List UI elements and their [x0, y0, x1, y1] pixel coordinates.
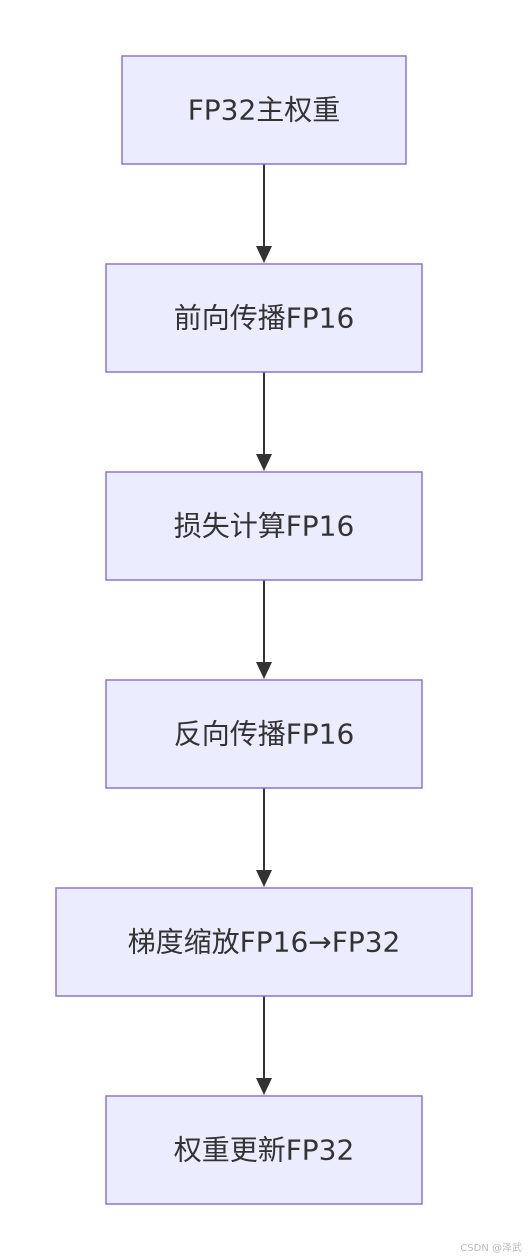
node-label: FP32主权重: [188, 94, 341, 127]
node-label: 反向传播FP16: [174, 718, 355, 751]
node-loss-computation: 损失计算FP16: [105, 471, 423, 581]
edge-scaling-to-update: [256, 996, 272, 1095]
node-weight-update: 权重更新FP32: [105, 1095, 423, 1205]
node-backward-pass: 反向传播FP16: [105, 679, 423, 789]
watermark: CSDN @泽武: [460, 1243, 522, 1254]
node-fp32-master-weights: FP32主权重: [121, 55, 407, 165]
node-label: 损失计算FP16: [174, 510, 355, 543]
node-label: 梯度缩放FP16→FP32: [128, 926, 401, 959]
node-gradient-scaling: 梯度缩放FP16→FP32: [55, 887, 473, 997]
edge-fp32-to-forward: [256, 164, 272, 263]
edge-loss-to-backward: [256, 580, 272, 679]
node-label: 权重更新FP32: [174, 1134, 355, 1167]
node-label: 前向传播FP16: [174, 302, 355, 335]
edge-backward-to-scaling: [256, 788, 272, 887]
node-forward-pass: 前向传播FP16: [105, 263, 423, 373]
edge-forward-to-loss: [256, 372, 272, 471]
